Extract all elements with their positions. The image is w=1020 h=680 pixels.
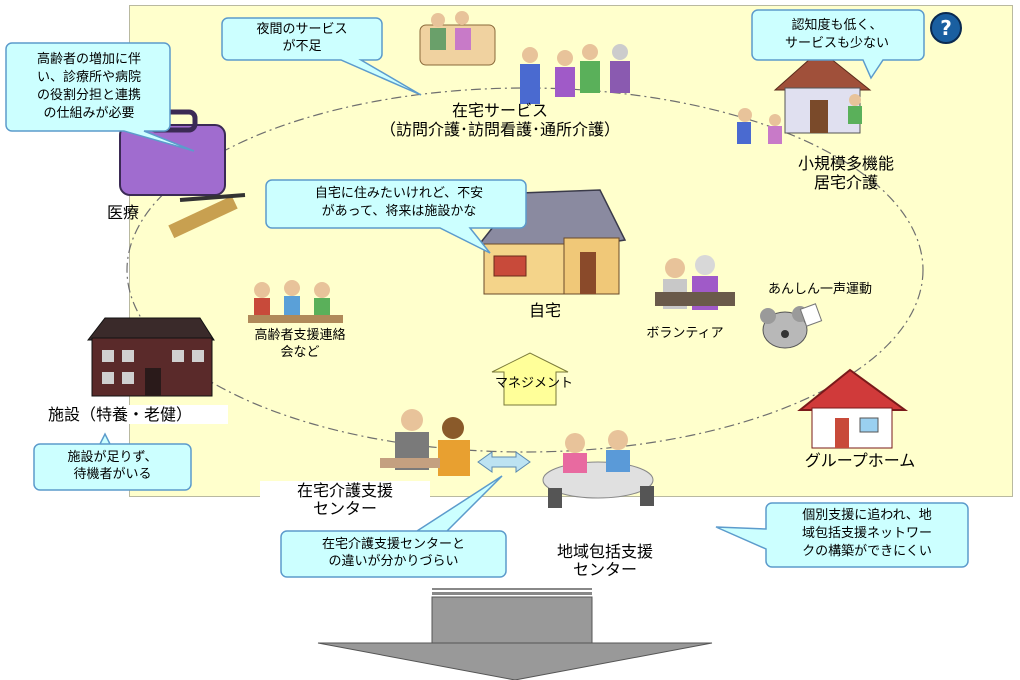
bubble-dementia-line1: 認知度も低く、 <box>791 18 883 33</box>
facility-label: 施設（特養・老健） <box>12 405 228 424</box>
home-service-subtitle: （訪問介護･訪問看護･通所介護） <box>379 120 620 139</box>
liaison-meeting-icon <box>248 280 343 323</box>
group-home-label: グループホーム <box>804 451 916 470</box>
bubble-network-line2: 域包括支援ネットワー <box>801 526 932 541</box>
bubble-home-anxiety-line1: 自宅に住みたいけれど、不安 <box>314 186 484 201</box>
home-care-center-people-icon <box>380 409 470 476</box>
group-home-icon <box>797 368 909 449</box>
elderly-group-icon <box>419 11 630 104</box>
home-care-center-label-line1: 在宅介護支援 <box>260 481 430 500</box>
medical-label: 医療 <box>106 203 139 222</box>
bubble-network-line3: クの構築ができにくい <box>802 544 932 559</box>
koala-mascot-icon <box>760 303 823 349</box>
bubble-night-line2: が不足 <box>282 39 322 54</box>
regional-center-label-line1: 地域包括支援 <box>556 542 653 561</box>
small-multi-house-icon <box>737 49 872 144</box>
bubble-network <box>715 502 969 568</box>
bubble-dementia-line2: サービスも少ない <box>784 36 889 51</box>
bubble-center-diff <box>280 475 507 578</box>
bubble-home-anxiety <box>265 179 527 254</box>
bubble-facility-short <box>33 432 192 491</box>
regional-center-label-line2: センター <box>572 560 637 579</box>
bubble-home-anxiety-line2: があって、将来は施設かな <box>321 204 477 219</box>
regional-center-meeting-icon <box>542 430 654 508</box>
home-service-title: 在宅サービス <box>451 101 548 120</box>
volunteer-people-icon <box>655 255 735 310</box>
medical-bag-icon <box>119 109 246 239</box>
bubble-medical-line2: い、診療所や病院 <box>36 70 141 85</box>
bubble-medical-line1: 高齢者の増加に伴 <box>36 52 141 67</box>
management-label: マネジメント <box>495 376 574 391</box>
big-down-arrow <box>317 588 713 680</box>
small-multi-label-line2: 居宅介護 <box>813 173 878 192</box>
small-multi-label-line1: 小規模多機能 <box>797 154 894 173</box>
bubble-facility-line2: 待機者がいる <box>73 467 152 482</box>
link-double-arrow <box>477 451 531 473</box>
bubble-center-diff-line2: の違いが分かりづらい <box>328 554 459 569</box>
facility-building-icon <box>86 317 215 397</box>
bubble-medical-line3: の役割分担と連携 <box>36 88 141 103</box>
bubble-center-diff-line1: 在宅介護支援センターと <box>321 537 465 552</box>
bubble-medical-line4: の仕組みが必要 <box>43 106 135 121</box>
bubble-network-line1: 個別支援に追われ、地 <box>802 508 932 523</box>
management-arrow <box>491 352 569 406</box>
volunteer-label: ボランティア <box>646 326 724 341</box>
community-circle <box>126 87 924 453</box>
bubble-night <box>221 17 422 96</box>
help-icon <box>930 12 962 44</box>
home-house-icon <box>476 189 627 295</box>
liaison-label-line1: 高齢者支援連絡 <box>254 328 346 343</box>
bubble-night-line1: 夜間のサービス <box>256 22 348 37</box>
home-care-center-label-line2: センター <box>260 499 430 518</box>
anshin-label: あんしん一声運動 <box>767 282 872 297</box>
help-icon-glyph[interactable]: ? <box>940 16 952 40</box>
liaison-label-line2: 会など <box>280 345 320 360</box>
home-label: 自宅 <box>528 301 561 320</box>
bubble-dementia <box>751 9 925 80</box>
bubble-medical-role <box>5 42 195 152</box>
bubble-facility-line1: 施設が足りず、 <box>67 450 158 465</box>
